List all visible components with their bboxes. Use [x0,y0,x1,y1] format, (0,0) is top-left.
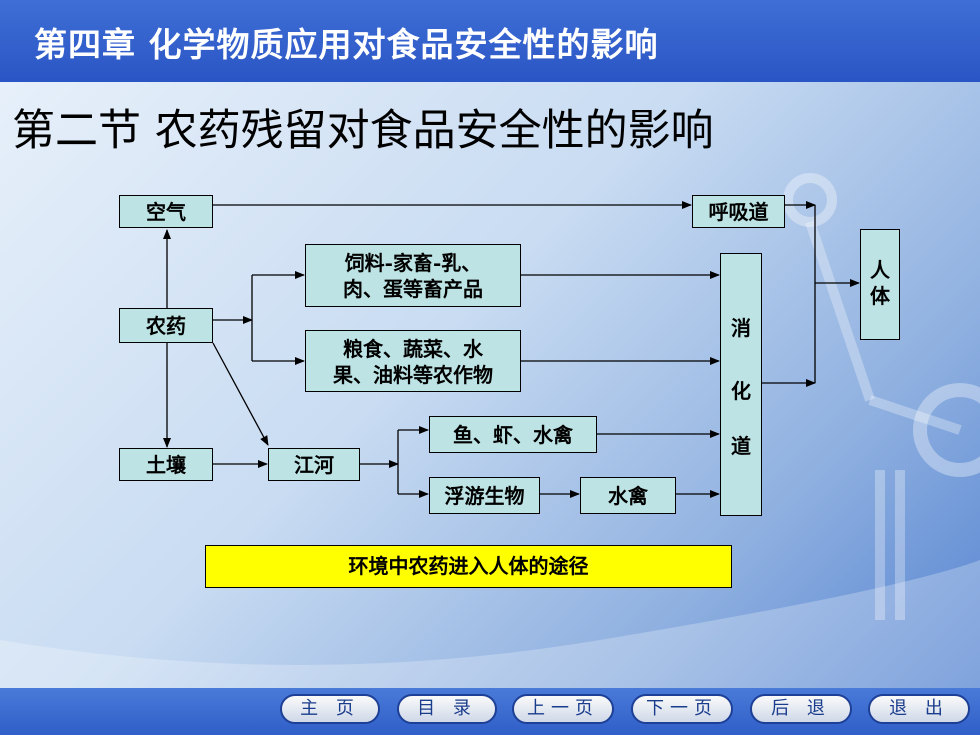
node-river-label: 江河 [294,453,334,477]
back-button[interactable]: 后 退 [750,694,852,724]
node-human-label-1: 人 [870,258,890,282]
node-pesticide-label: 农药 [146,314,186,338]
node-human: 人 体 [860,229,900,340]
node-soil: 土壤 [119,448,213,481]
node-respiratory: 呼吸道 [692,195,785,228]
node-grain-label-2: 果、油料等农作物 [333,363,493,387]
home-button[interactable]: 主 页 [280,694,380,724]
node-air-label: 空气 [146,200,186,224]
node-feed-label-2: 肉、蛋等畜产品 [343,277,483,301]
next-page-button[interactable]: 下一页 [631,694,733,724]
node-plankton-label: 浮游生物 [444,484,525,508]
exit-button[interactable]: 退 出 [868,694,970,724]
node-air: 空气 [119,195,213,228]
node-fish: 鱼、虾、水禽 [429,416,597,453]
navigation-bar: 主 页 目 录 上一页 下一页 后 退 退 出 [0,688,980,735]
prev-page-button[interactable]: 上一页 [512,694,614,724]
node-plankton: 浮游生物 [429,477,540,514]
node-respiratory-label: 呼吸道 [708,200,769,224]
node-soil-label: 土壤 [146,453,186,477]
node-waterfowl-label: 水禽 [608,484,648,508]
node-river: 江河 [268,448,360,481]
node-grain-label-1: 粮食、蔬菜、水 [343,337,483,361]
section-title: 第二节 农药残留对食品安全性的影响 [12,106,714,156]
node-human-label-2: 体 [870,284,890,308]
node-waterfowl: 水禽 [580,477,676,514]
diagram-caption: 环境中农药进入人体的途径 [205,545,732,588]
node-feed: 饲料-家畜-乳、 肉、蛋等畜产品 [305,244,521,307]
node-feed-label-1: 饲料-家畜-乳、 [344,251,482,275]
node-digestive-label-1: 消 [731,316,751,340]
node-digestive-label-2: 化 [731,379,751,403]
header-bar [0,0,980,82]
node-pesticide: 农药 [119,308,213,343]
node-fish-label: 鱼、虾、水禽 [453,423,573,447]
contents-button[interactable]: 目 录 [397,694,497,724]
node-digestive: 消 化 道 [720,253,762,516]
node-grain: 粮食、蔬菜、水 果、油料等农作物 [305,330,521,392]
node-digestive-label-3: 道 [731,434,751,458]
chapter-title: 第四章 化学物质应用对食品安全性的影响 [34,25,659,64]
